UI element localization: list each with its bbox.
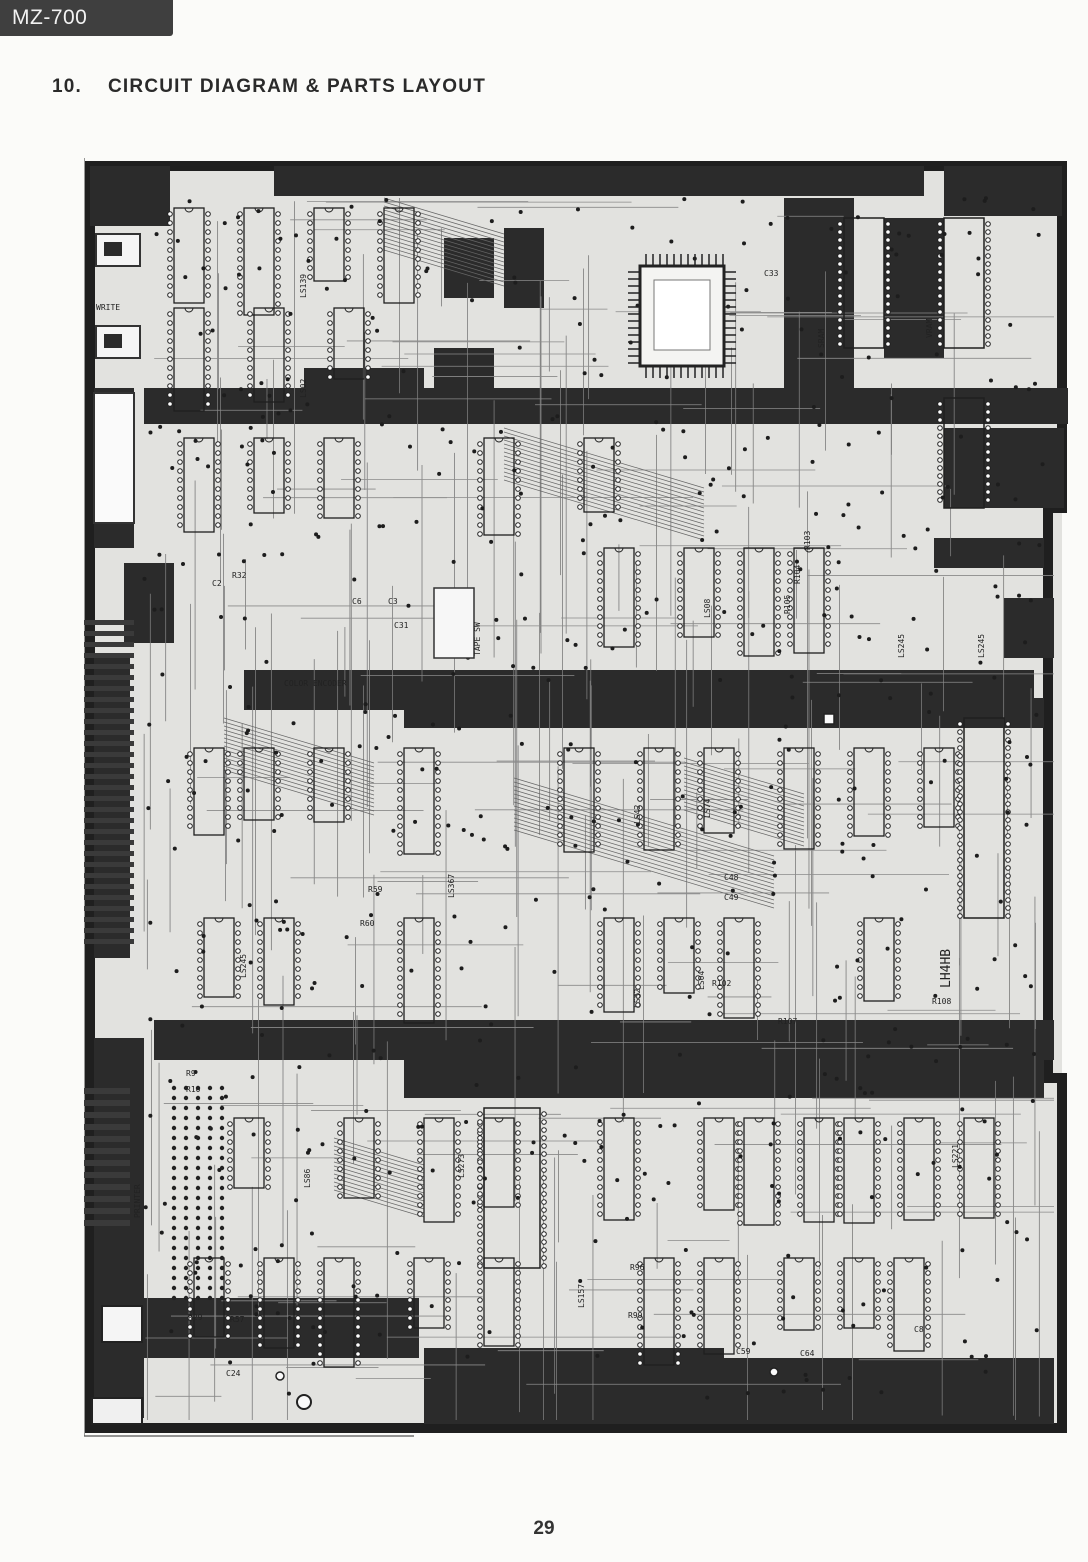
section-title: 10. CIRCUIT DIAGRAM & PARTS LAYOUT	[52, 76, 486, 98]
label-c64: C64	[800, 1349, 815, 1358]
tape-switch-block	[433, 587, 475, 659]
edge-connector-top	[84, 620, 134, 944]
label-ls86: LS86	[303, 1169, 312, 1188]
label-r104: R104	[793, 565, 802, 584]
label-ls42: LS42	[633, 805, 642, 824]
label-c33: C33	[764, 269, 779, 278]
label-sram: SRAM	[817, 329, 826, 348]
label-c59: C59	[736, 1347, 751, 1356]
gate-array-chip	[638, 264, 726, 368]
label-printer: PRINTER	[133, 1184, 142, 1218]
label-r105: R105	[783, 595, 792, 614]
label-c24: C24	[226, 1369, 241, 1378]
label-r103: R103	[803, 531, 812, 550]
pcb-board-diagram: WRITE TAPE SW PRINTER VRAM COLOR ENCODER…	[84, 158, 1068, 1437]
silkscreen-labels: WRITE TAPE SW PRINTER VRAM COLOR ENCODER…	[96, 269, 986, 1378]
label-ls245-b: LS245	[977, 634, 986, 658]
label-color-encoder: COLOR ENCODER	[284, 679, 347, 688]
label-ls08: LS08	[703, 599, 712, 618]
label-ls139: LS139	[299, 274, 308, 298]
label-c49: C49	[724, 893, 739, 902]
label-vram: VRAM	[925, 319, 934, 338]
ic-footprints	[167, 207, 1011, 1368]
label-r57: R57	[230, 1315, 245, 1324]
solder-pads	[142, 196, 1045, 1400]
label-write: WRITE	[96, 303, 120, 312]
label-ls245-a: LS245	[897, 634, 906, 658]
ground-planes	[90, 166, 1068, 1424]
section-number: 10.	[52, 76, 83, 97]
label-r59: R59	[368, 885, 383, 894]
label-ls04: LS04	[697, 971, 706, 990]
label-ls74: LS74	[703, 799, 712, 818]
model-tab: MZ-700	[0, 0, 173, 36]
label-lh4hb: LH4HB	[939, 949, 954, 988]
label-r29: R29	[188, 1313, 203, 1322]
label-r60: R60	[360, 919, 375, 928]
label-ls367: LS367	[447, 874, 456, 898]
label-r32: R32	[232, 571, 247, 580]
label-c48: C48	[724, 873, 739, 882]
label-r99: R99	[628, 1311, 643, 1320]
label-c31: C31	[394, 621, 409, 630]
label-ls245-c: LS245	[239, 954, 248, 978]
label-tape-sw: TAPE SW	[473, 622, 482, 656]
label-ls221: LS221	[951, 1144, 960, 1168]
page-number: 29	[533, 1518, 555, 1539]
label-ls273: LS273	[457, 1154, 466, 1178]
section-title-text: CIRCUIT DIAGRAM & PARTS LAYOUT	[108, 76, 486, 97]
label-ls157: LS157	[577, 1284, 586, 1308]
label-c6: C6	[352, 597, 362, 606]
edge-connector-printer	[84, 1088, 130, 1226]
label-r96: R96	[630, 1263, 645, 1272]
label-r9: R9	[186, 1069, 196, 1078]
label-ls02: LS02	[299, 379, 308, 398]
write-switch	[93, 233, 141, 524]
label-c3: C3	[388, 597, 398, 606]
label-r107: R107	[778, 1017, 797, 1026]
label-ls32: LS32	[633, 989, 642, 1008]
label-r102: R102	[712, 979, 731, 988]
label-c8: C8	[914, 1325, 924, 1334]
pcb-parts-layout: WRITE TAPE SW PRINTER VRAM COLOR ENCODER…	[84, 158, 1068, 1440]
label-c2: C2	[212, 579, 222, 588]
label-r108: R108	[932, 997, 951, 1006]
label-r10: R10	[186, 1085, 201, 1094]
power-connector	[91, 713, 835, 1425]
